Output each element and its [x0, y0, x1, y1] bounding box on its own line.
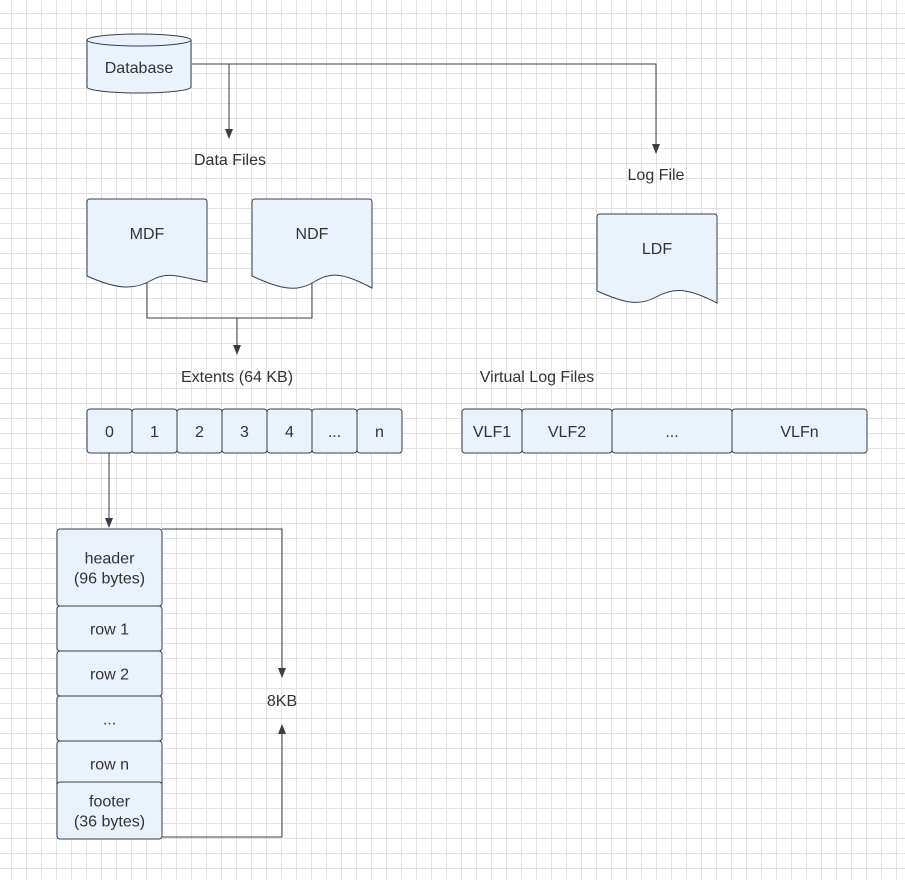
vlf-cell-0-label: VLF1 — [473, 424, 511, 441]
vlf-cell-2[interactable]: ... — [611, 408, 733, 454]
connector-database-to-data-files — [192, 63, 230, 132]
page-size-label: 8KB — [267, 693, 297, 710]
vlf-row: VLF1 VLF2... VLFn — [461, 408, 868, 454]
extent-cell-0-label: 0 — [105, 424, 114, 441]
virtual-log-files-label: Virtual Log Files — [480, 369, 594, 386]
database-node[interactable]: Database — [86, 33, 192, 94]
mdf-file[interactable]: MDF — [86, 198, 208, 288]
log-file-label: Log File — [628, 167, 685, 184]
dimension-arrowhead-down — [278, 668, 286, 678]
page-header[interactable]: header (96 bytes) — [56, 528, 163, 607]
page-header-box — [56, 528, 163, 607]
dimension-line-bottom — [162, 731, 283, 838]
arrowhead-extents — [233, 345, 241, 355]
database-cylinder-body — [86, 40, 192, 94]
vlf-cell-2-label: ... — [665, 424, 678, 441]
extent-cell-5[interactable]: ... — [311, 408, 358, 454]
page-row-3[interactable]: row n — [56, 740, 163, 787]
ldf-document-shape — [596, 213, 718, 304]
extent-cell-4[interactable]: 4 — [266, 408, 313, 454]
extent-cell-4-label: 4 — [285, 424, 294, 441]
page-footer-label: (36 bytes) — [74, 814, 145, 831]
mdf-label: MDF — [130, 226, 165, 243]
data-files-label: Data Files — [194, 152, 266, 169]
extents-row: 0 1 2 3 4... n — [86, 408, 403, 454]
connector-database-to-log-file — [229, 63, 657, 147]
page-footer-box — [56, 781, 163, 840]
dimension-line-top — [162, 528, 283, 671]
ldf-label: LDF — [642, 241, 672, 258]
vlf-cell-3[interactable]: VLFn — [731, 408, 868, 454]
page-structure: header (96 bytes) row 1 row 2... row n footer… — [56, 528, 163, 840]
ldf-file[interactable]: LDF — [596, 213, 718, 304]
connector-mdf — [146, 282, 237, 319]
extent-cell-3-label: 3 — [240, 424, 249, 441]
page-row-2[interactable]: ... — [56, 695, 163, 742]
vlf-cell-1-label: VLF2 — [548, 424, 586, 441]
page-row-0[interactable]: row 1 — [56, 605, 163, 652]
vlf-cell-3-label: VLFn — [780, 424, 818, 441]
extent-cell-0[interactable]: 0 — [86, 408, 133, 454]
extent-cell-1[interactable]: 1 — [131, 408, 178, 454]
page-header-label: (96 bytes) — [74, 571, 145, 588]
page-header-label: header — [85, 551, 135, 568]
arrowhead-page — [105, 518, 113, 528]
vlf-cell-1[interactable]: VLF2 — [521, 408, 613, 454]
extent-cell-1-label: 1 — [150, 424, 159, 441]
page-row-1[interactable]: row 2 — [56, 650, 163, 697]
connector-ndf — [237, 282, 313, 319]
page-footer-label: footer — [89, 794, 131, 811]
page-row-0-label: row 1 — [90, 622, 129, 639]
ndf-file[interactable]: NDF — [251, 198, 373, 289]
extent-cell-5-label: ... — [328, 424, 341, 441]
page-footer[interactable]: footer (36 bytes) — [56, 781, 163, 840]
connectors — [105, 63, 660, 838]
page-row-2-label: ... — [103, 712, 116, 729]
arrowhead-data-files — [225, 129, 233, 139]
vlf-cell-0[interactable]: VLF1 — [461, 408, 523, 454]
extent-cell-6-box — [356, 408, 403, 454]
vlf-cell-3-box — [731, 408, 868, 454]
page-row-1-label: row 2 — [90, 667, 129, 684]
page-row-3-label: row n — [90, 757, 129, 774]
database-cylinder-top — [86, 33, 192, 47]
extent-cell-2-label: 2 — [195, 424, 204, 441]
mdf-document-shape — [86, 198, 208, 288]
extent-cell-6[interactable]: n — [356, 408, 403, 454]
dimension-arrowhead-up — [278, 724, 286, 734]
extents-label: Extents (64 KB) — [181, 369, 293, 386]
database-label: Database — [105, 60, 174, 77]
extent-cell-3[interactable]: 3 — [221, 408, 268, 454]
arrowhead-log-file — [652, 144, 660, 154]
ndf-label: NDF — [296, 226, 329, 243]
ndf-document-shape — [251, 198, 373, 289]
extent-cell-2[interactable]: 2 — [176, 408, 223, 454]
extent-cell-6-label: n — [375, 424, 384, 441]
